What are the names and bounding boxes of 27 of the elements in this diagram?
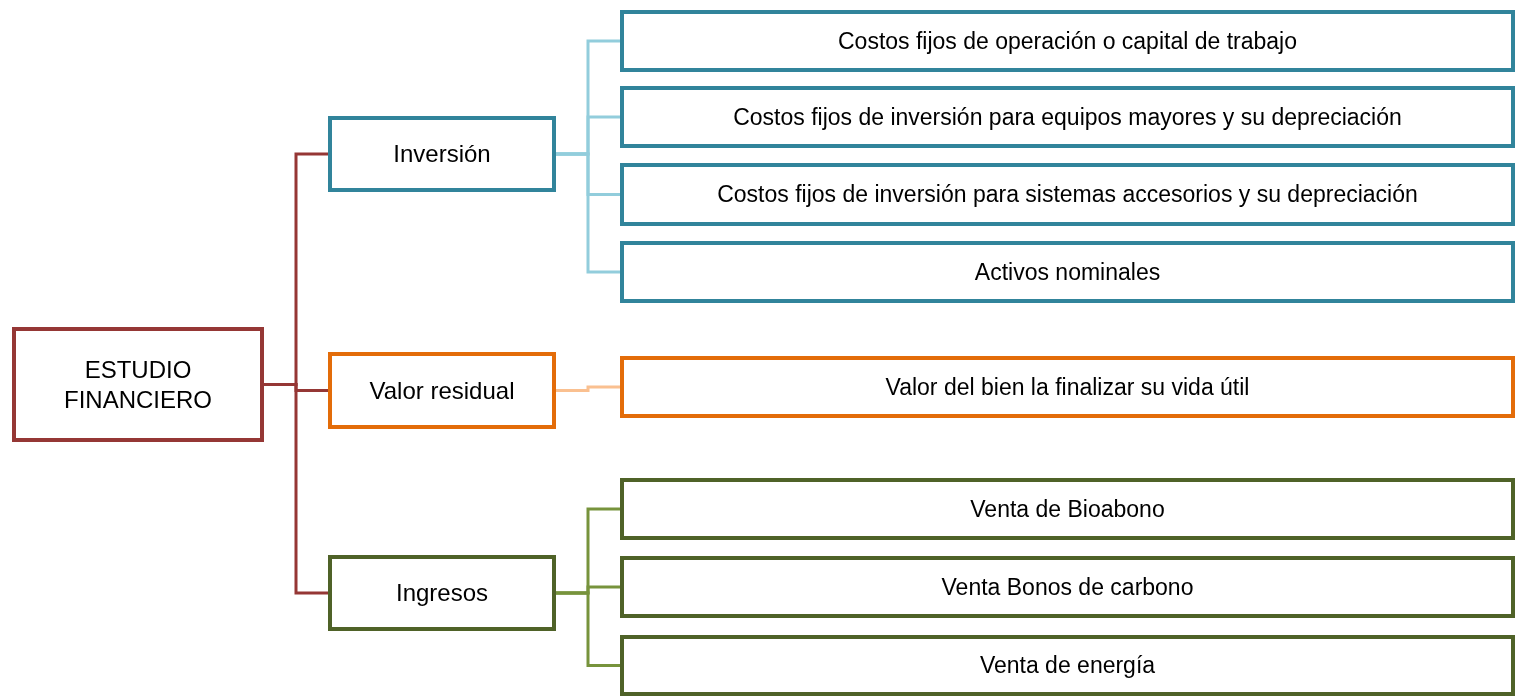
box-label: Venta Bonos de carbono [941,572,1194,602]
text-box [328,116,556,192]
box-label: Costos fijos de inversión para sistemas accesorios y su depreciación [717,180,1418,209]
connector-line [556,591,620,667]
box-label: Activos nominales [974,257,1161,287]
box-label: Inversión [393,139,491,169]
text-box [328,352,556,429]
text-box [620,556,1515,618]
box-label: Costos fijos de inversión para equipos mayores y su depreciación [733,102,1402,132]
box-label: ESTUDIO FINANCIERO [63,354,213,415]
text-box [12,327,264,442]
box-label: Ingresos [395,578,489,608]
box-label: Valor residual [369,375,515,406]
connector-line [556,385,620,392]
text-box [328,555,556,631]
box-label: Venta de Bioabono [970,494,1165,524]
text-box [620,241,1515,303]
text-box [620,478,1515,540]
box-label: Costos fijos de operación o capital de trabajo [838,26,1297,56]
box-label: Venta de energía [979,651,1156,680]
text-box [620,86,1515,148]
text-box [620,356,1515,418]
box-label: Valor del bien la finalizar su vida útil [885,372,1250,402]
connector-line [556,152,620,274]
text-box [620,10,1515,72]
text-box [620,163,1515,226]
text-box [620,635,1515,696]
